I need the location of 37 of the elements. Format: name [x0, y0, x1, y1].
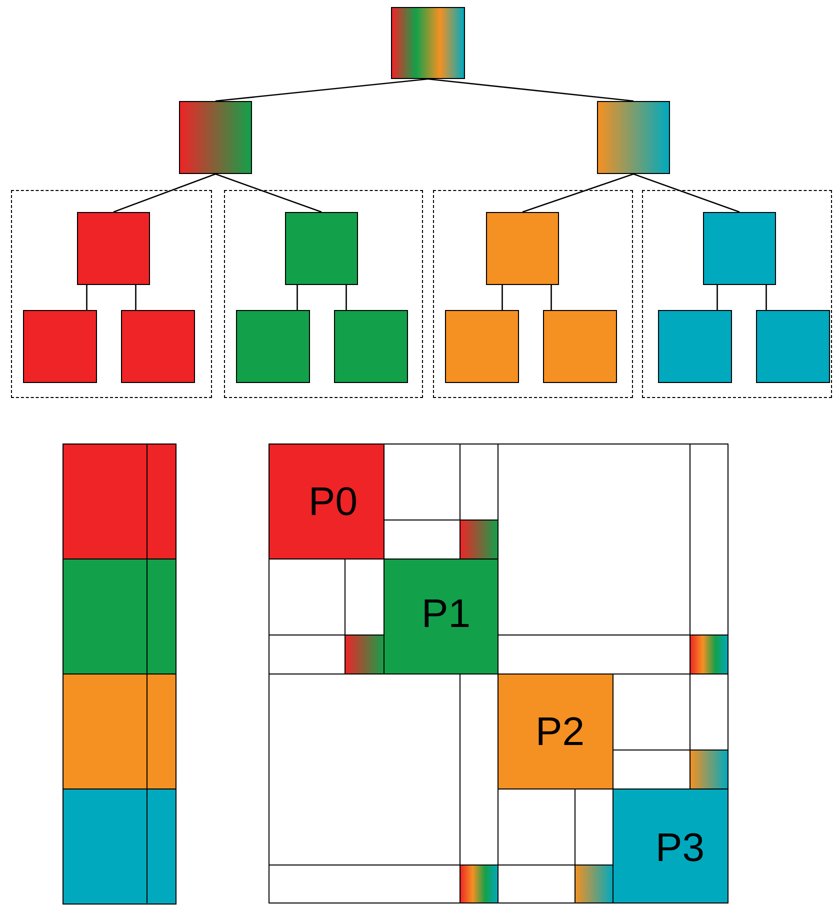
tree-node-square: [444, 310, 518, 382]
dashed-group-box: [224, 190, 423, 398]
block-label: P1: [422, 594, 470, 634]
tree-node-square: [702, 212, 776, 284]
block-label: P2: [536, 712, 584, 752]
connector-line: [135, 285, 136, 310]
tree-node-square: [76, 212, 150, 284]
connector-line: [522, 173, 634, 213]
dashed-group-box: [642, 190, 832, 398]
connector-line: [215, 78, 428, 102]
connector-line: [633, 173, 740, 213]
block-label: P0: [308, 482, 358, 522]
tree-node-square: [22, 310, 96, 382]
tree-node-square: [486, 212, 558, 284]
connector-line: [428, 78, 634, 102]
connector-line: [296, 285, 298, 310]
connector-line: [113, 173, 216, 213]
connector-line: [502, 285, 503, 310]
tree-node-square: [756, 310, 830, 382]
connector-line: [550, 285, 552, 310]
tree-node-square: [284, 212, 358, 284]
tree-node-square: [542, 310, 616, 382]
connector-line: [716, 285, 718, 310]
connector-line: [346, 285, 347, 310]
block-label: P3: [656, 828, 704, 868]
tree-node-square: [334, 310, 408, 382]
dashed-group-box: [11, 190, 212, 398]
tree-node-square: [658, 310, 732, 382]
tree-node-square: [597, 101, 670, 174]
connector-line: [86, 285, 88, 310]
tree-node-square: [179, 101, 252, 174]
connector-line: [215, 173, 322, 213]
tree-node-square: [120, 310, 194, 382]
tree-node-square: [391, 7, 465, 79]
connector-line: [766, 285, 767, 310]
tree-node-square: [236, 310, 310, 382]
dashed-group-box: [433, 190, 633, 398]
